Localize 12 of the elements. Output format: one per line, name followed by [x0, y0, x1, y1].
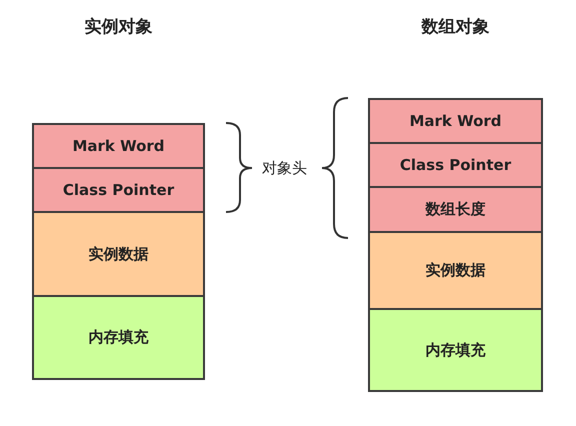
memory-field-box: 内存填充 [368, 308, 543, 392]
memory-field-box: Class Pointer [32, 167, 205, 213]
column-heading: 实例对象 [84, 16, 154, 38]
memory-field-box: 实例数据 [368, 231, 543, 310]
memory-field-box: 实例数据 [32, 211, 205, 297]
column-heading: 数组对象 [420, 16, 490, 38]
brace-label: 对象头 [262, 159, 307, 178]
memory-field-box: Mark Word [32, 123, 205, 169]
memory-field-box: 内存填充 [32, 295, 205, 380]
memory-field-box: Mark Word [368, 98, 543, 144]
memory-field-box: 数组长度 [368, 186, 543, 233]
memory-field-box: Class Pointer [368, 142, 543, 188]
